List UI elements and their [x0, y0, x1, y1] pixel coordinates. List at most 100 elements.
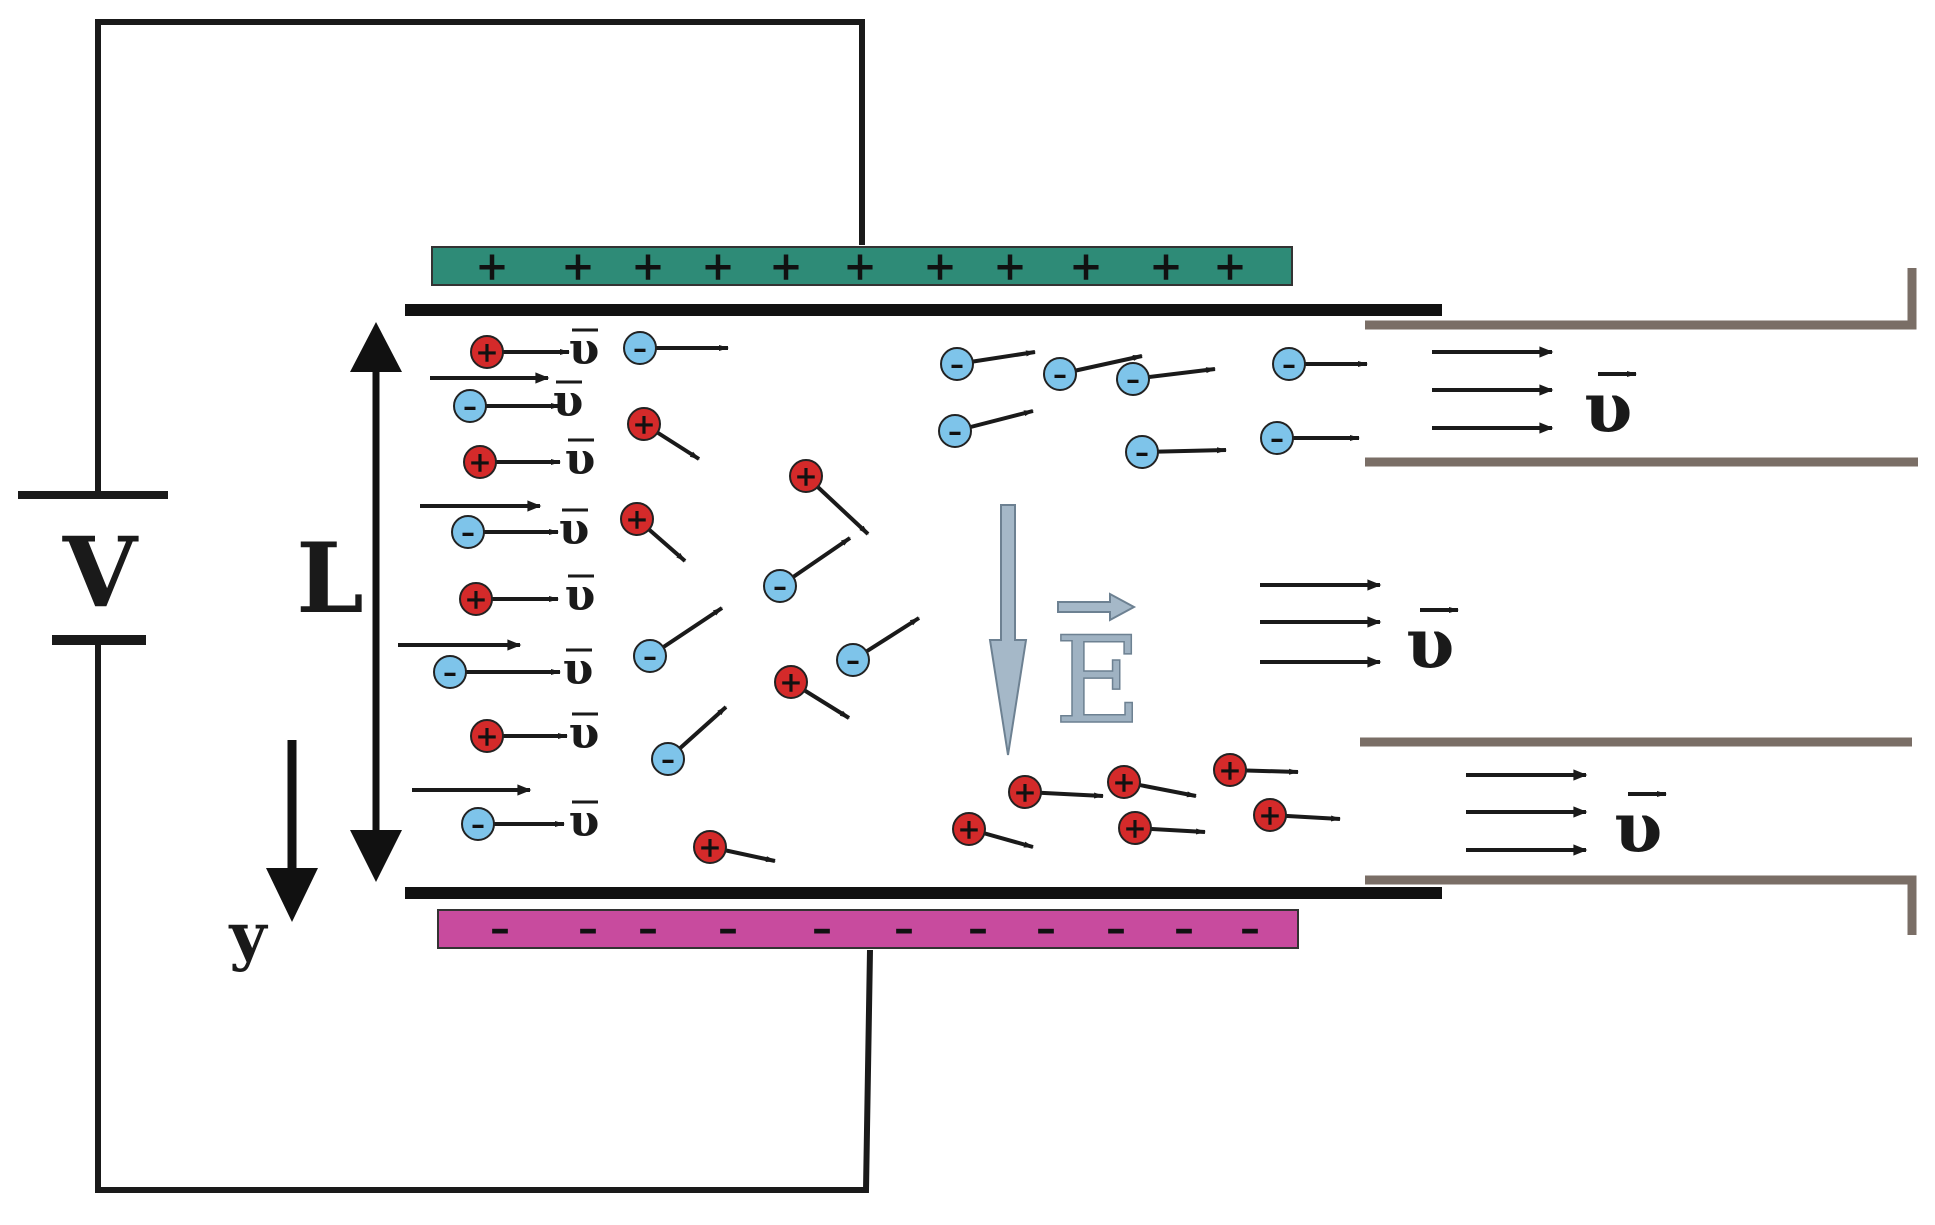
- plate-plus-sign: +: [843, 243, 877, 290]
- ion-charge-sign: +: [779, 666, 802, 699]
- velocity-label-small: υ: [569, 796, 600, 847]
- voltage-label: V: [62, 516, 139, 629]
- negative-ion: –: [763, 536, 852, 603]
- y-axis-arrow-head: [266, 868, 318, 922]
- ion-charge-sign: –: [1053, 358, 1067, 391]
- velocity-symbol: υ: [569, 708, 600, 759]
- ion-body: [789, 459, 823, 493]
- ion-charge-sign: –: [948, 415, 962, 448]
- ion-body: [952, 812, 986, 846]
- plate-gap-label: L: [296, 522, 364, 635]
- negative-ion: –: [1125, 435, 1227, 469]
- plate-minus-sign: –: [894, 905, 914, 952]
- plate-minus-sign: –: [968, 905, 988, 952]
- velocity-symbol: υ: [569, 796, 600, 847]
- negative-ion: –: [633, 606, 724, 673]
- positive-ion: +: [1118, 811, 1206, 845]
- positive-ion: +: [693, 830, 776, 864]
- plate-gap-arrow-top-head: [350, 322, 402, 372]
- positive-ion: +: [627, 407, 701, 461]
- positive-ion: +: [1213, 753, 1299, 787]
- ion-body: [470, 335, 504, 369]
- negative-ion: –: [1116, 362, 1216, 396]
- ion-body: [451, 515, 485, 549]
- ion-body: [774, 665, 808, 699]
- plate-plus-sign: +: [923, 243, 957, 290]
- ion-charge-sign: +: [632, 408, 655, 441]
- positive-plate: [431, 246, 1293, 286]
- plate-plus-sign: +: [1149, 243, 1183, 290]
- plate-plus-sign: +: [993, 243, 1027, 290]
- ion-charge-sign: +: [957, 813, 980, 846]
- ion-body: [1253, 798, 1287, 832]
- velocity-symbol: υ: [565, 434, 596, 485]
- plate-minus-sign: –: [578, 905, 598, 952]
- ion-charge-sign: –: [463, 390, 477, 423]
- velocity-label-large: υ: [1406, 602, 1459, 685]
- positive-plate-signs: +++++++++++: [475, 243, 1247, 290]
- ion-body: [453, 389, 487, 423]
- positive-ion: +: [470, 719, 568, 753]
- ion-particles: +–+–+–+––+++–––+–+–––––––++++++: [433, 331, 1368, 864]
- positive-ion: +: [620, 502, 687, 563]
- ion-body: [651, 742, 685, 776]
- negative-ion: –: [623, 331, 729, 365]
- ion-charge-sign: –: [471, 808, 485, 841]
- ion-body: [1107, 765, 1141, 799]
- negative-ion: –: [940, 347, 1036, 381]
- outlet-velocity-arrows: [1260, 346, 1588, 856]
- ion-charge-sign: +: [475, 720, 498, 753]
- ion-charge-sign: –: [1270, 422, 1284, 455]
- velocity-label-small: υ: [553, 376, 584, 427]
- ion-charge-sign: –: [773, 570, 787, 603]
- ion-body: [459, 582, 493, 616]
- positive-ion: +: [952, 812, 1034, 849]
- ion-charge-sign: +: [1258, 799, 1281, 832]
- ion-charge-sign: +: [1218, 754, 1241, 787]
- negative-ion: –: [651, 705, 728, 776]
- ion-body: [940, 347, 974, 381]
- ion-charge-sign: –: [1135, 436, 1149, 469]
- ion-body: [470, 719, 504, 753]
- plate-plus-sign: +: [475, 243, 509, 290]
- battery-symbol: [18, 491, 168, 645]
- velocity-symbol: υ: [1584, 366, 1633, 449]
- plate-gap-arrow-bottom-head: [350, 830, 402, 882]
- ion-body: [623, 331, 657, 365]
- ion-charge-sign: +: [1013, 776, 1036, 809]
- velocity-symbol: υ: [565, 570, 596, 621]
- positive-ion: +: [470, 335, 570, 369]
- negative-ion: –: [453, 389, 561, 423]
- ion-charge-sign: –: [1282, 348, 1296, 381]
- plate-minus-sign: –: [1036, 905, 1056, 952]
- field-arrow: [988, 504, 1028, 756]
- plate-plus-sign: +: [769, 243, 803, 290]
- plate-minus-sign: –: [490, 905, 510, 952]
- plate-minus-sign: –: [638, 905, 658, 952]
- ion-charge-sign: –: [950, 348, 964, 381]
- ion-body: [938, 414, 972, 448]
- positive-ion: +: [774, 665, 851, 720]
- velocity-symbol: υ: [559, 504, 590, 555]
- negative-plate: [437, 909, 1299, 949]
- circuit-wires: [95, 19, 873, 1193]
- negative-ion: –: [1043, 354, 1143, 391]
- field-label: E: [1054, 612, 1142, 751]
- ion-charge-sign: +: [1123, 812, 1146, 845]
- ion-charge-sign: +: [794, 460, 817, 493]
- negative-ion: –: [451, 515, 559, 549]
- ion-body: [461, 807, 495, 841]
- ion-body: [1260, 421, 1294, 455]
- plate-minus-sign: –: [1174, 905, 1194, 952]
- plate-minus-sign: –: [812, 905, 832, 952]
- ion-body: [620, 502, 654, 536]
- ion-body: [463, 445, 497, 479]
- ion-body: [1043, 357, 1077, 391]
- ion-body: [1118, 811, 1152, 845]
- positive-ion: +: [459, 582, 559, 616]
- ion-body: [693, 830, 727, 864]
- ion-body: [763, 569, 797, 603]
- ion-body: [433, 655, 467, 689]
- outlet-channels: [1360, 268, 1918, 935]
